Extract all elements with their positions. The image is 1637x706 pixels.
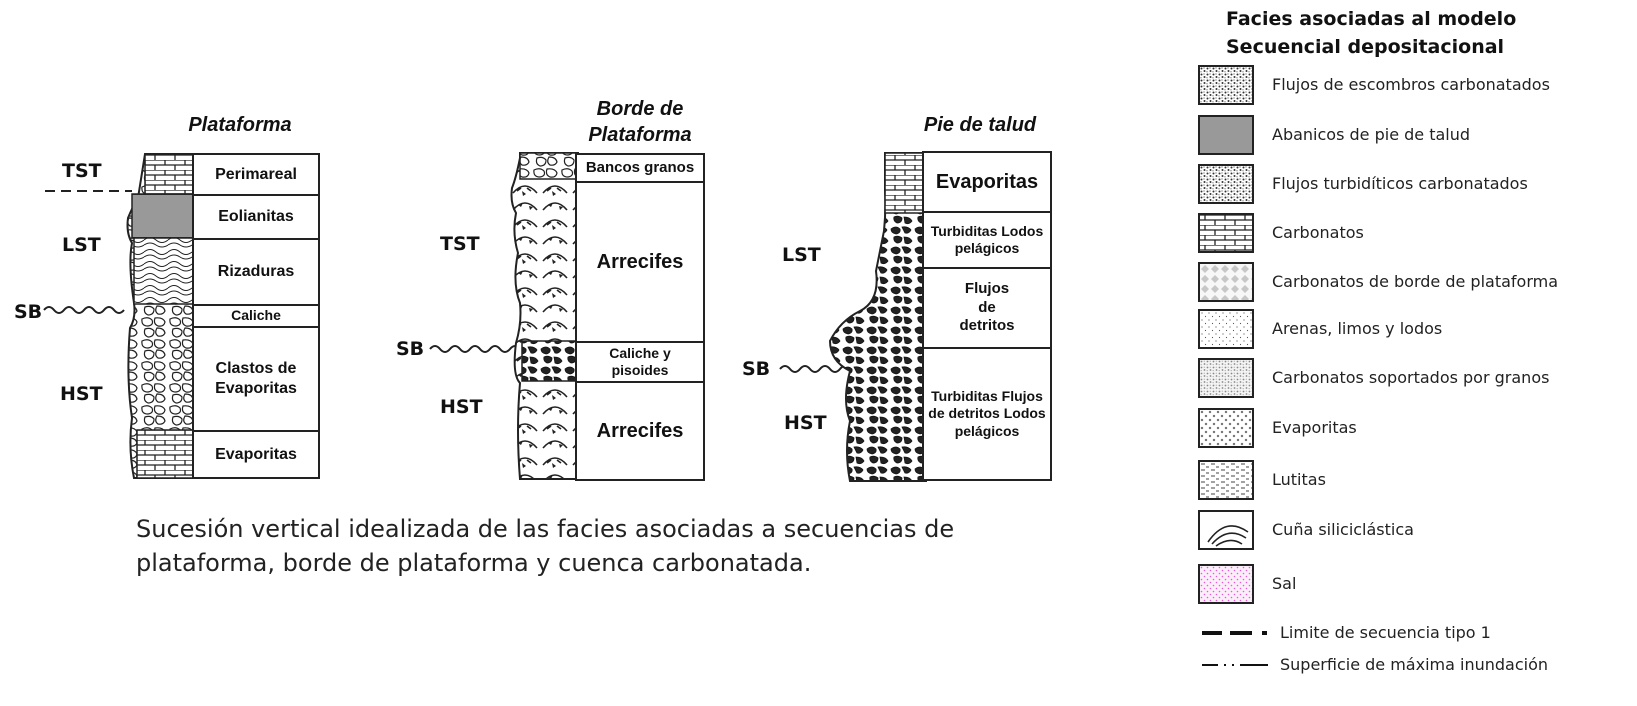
legend-line-sequence-boundary: Limite de secuencia tipo 1 bbox=[1200, 622, 1630, 644]
legend-item-sal: Sal bbox=[1196, 562, 1636, 608]
legend-label: Limite de secuencia tipo 1 bbox=[1280, 623, 1491, 642]
unit-column-borde: Bancos granos Arrecifes Caliche y pisoid… bbox=[575, 153, 705, 481]
unit-perimareal: Perimareal bbox=[194, 155, 318, 196]
dash-dot-line-icon bbox=[1202, 664, 1268, 666]
litho-evaporite bbox=[884, 152, 927, 214]
unit-evaporitas: Evaporitas bbox=[215, 445, 297, 463]
unit-caliche-pisoides: Caliche y pisoides bbox=[577, 343, 703, 383]
lithology-profile bbox=[828, 152, 927, 482]
legend-label: Carbonatos de borde de plataforma bbox=[1272, 272, 1559, 291]
lithology-column-plataforma bbox=[43, 153, 194, 479]
sparse-dots-swatch-icon bbox=[1198, 309, 1254, 349]
horizontal-lines-swatch-icon bbox=[1198, 115, 1254, 155]
stipple-swatch-icon bbox=[1198, 164, 1254, 204]
legend-item-evaporitas: Evaporitas bbox=[1196, 406, 1636, 452]
unit-column-pie-talud: Evaporitas Turbiditas Lodos pelágicos Fl… bbox=[922, 151, 1052, 481]
litho-caliche bbox=[521, 340, 579, 382]
litho-ripples bbox=[133, 237, 194, 305]
legend-item-lutitas: Lutitas bbox=[1196, 458, 1636, 504]
legend-label: Abanicos de pie de talud bbox=[1272, 125, 1471, 144]
legend-item-carbonatos-borde: Carbonatos de borde de plataforma bbox=[1196, 260, 1636, 306]
litho-grain-banks bbox=[519, 152, 579, 180]
legend-label: Evaporitas bbox=[1272, 418, 1357, 437]
stipple-swatch-icon bbox=[1198, 65, 1254, 105]
brick-swatch-icon bbox=[1198, 213, 1254, 253]
seq-label-sb: SB bbox=[742, 358, 771, 380]
legend-item-carbonatos: Carbonatos bbox=[1196, 211, 1636, 257]
seq-label-hst: HST bbox=[440, 396, 483, 418]
unit-rizaduras: Rizaduras bbox=[194, 240, 318, 306]
pink-dots-swatch-icon bbox=[1198, 564, 1254, 604]
legend-label: Lutitas bbox=[1272, 470, 1326, 489]
unit-column-plataforma: Perimareal Eolianitas Rizaduras Caliche … bbox=[192, 153, 320, 479]
legend-label: Carbonatos soportados por granos bbox=[1272, 368, 1550, 387]
unit-evaporitas: Evaporitas bbox=[924, 153, 1050, 213]
column-title-plataforma: Plataforma bbox=[188, 114, 292, 136]
lithology-column-borde bbox=[429, 152, 579, 480]
seq-label-lst: LST bbox=[62, 234, 101, 256]
legend-label: Carbonatos bbox=[1272, 223, 1364, 242]
seq-label-tst: TST bbox=[440, 233, 480, 255]
cross-hatch-swatch-icon bbox=[1198, 408, 1254, 448]
legend-label: Superficie de máxima inundación bbox=[1280, 655, 1548, 674]
unit-flujos-detritos: Flujos de detritos bbox=[924, 269, 1050, 349]
diamond-swatch-icon bbox=[1198, 262, 1254, 302]
unit-caliche: Caliche bbox=[194, 306, 318, 328]
unit-eolianitas: Eolianitas bbox=[194, 196, 318, 240]
sequence-boundary-line bbox=[43, 306, 125, 314]
legend-label: Cuña siliciclástica bbox=[1272, 520, 1414, 539]
legend-item-flujos-turbiditicos: Flujos turbidíticos carbonatados bbox=[1196, 162, 1636, 208]
dashed-line-icon bbox=[1202, 631, 1267, 635]
column-title-borde: Borde de Plataforma bbox=[588, 98, 692, 146]
seq-label-tst: TST bbox=[62, 160, 102, 182]
litho-evaporite-base bbox=[136, 429, 194, 479]
legend-item-flujos-escombros: Flujos de escombros carbonatados bbox=[1196, 63, 1636, 109]
gray-stipple-swatch-icon bbox=[1198, 358, 1254, 398]
legend-item-carbonatos-granos: Carbonatos soportados por granos bbox=[1196, 356, 1636, 402]
legend-item-abanicos: Abanicos de pie de talud bbox=[1196, 113, 1636, 159]
seq-label-hst: HST bbox=[60, 383, 103, 405]
legend-label: Flujos turbidíticos carbonatados bbox=[1272, 174, 1528, 193]
unit-turbiditas-flujos-lodos: Turbiditas Flujos de detritos Lodos pelá… bbox=[928, 387, 1046, 439]
lithology-profile bbox=[510, 152, 579, 480]
unit-arrecifes-lower: Arrecifes bbox=[596, 419, 684, 442]
legend-line-max-flooding: Superficie de máxima inundación bbox=[1200, 654, 1630, 676]
litho-eolianite bbox=[131, 193, 194, 239]
legend-item-cuna: Cuña siliciclástica bbox=[1196, 508, 1636, 554]
dashes-swatch-icon bbox=[1198, 460, 1254, 500]
seq-label-hst: HST bbox=[784, 412, 827, 434]
legend-item-arenas: Arenas, limos y lodos bbox=[1196, 307, 1636, 353]
unit-arrecifes-upper: Arrecifes bbox=[577, 183, 703, 343]
sequence-boundary-line bbox=[429, 345, 521, 353]
legend-title: Facies asociadas al modelo Secuencial de… bbox=[1226, 8, 1517, 58]
unit-clastos-evaporitas: Clastos de Evaporitas bbox=[194, 328, 318, 432]
litho-carbonate-top bbox=[144, 153, 194, 195]
column-title-pie-talud: Pie de talud bbox=[923, 114, 1037, 136]
seq-label-lst: LST bbox=[782, 244, 821, 266]
figure-caption: Sucesión vertical idealizada de las faci… bbox=[136, 515, 955, 577]
lithology-column-pie-talud bbox=[779, 152, 927, 482]
legend-label: Arenas, limos y lodos bbox=[1272, 319, 1443, 338]
seq-label-sb: SB bbox=[396, 338, 425, 360]
legend-label: Flujos de escombros carbonatados bbox=[1272, 75, 1550, 94]
unit-turbiditas-lodos: Turbiditas Lodos pelágicos bbox=[924, 213, 1050, 269]
seq-label-sb: SB bbox=[14, 301, 43, 323]
legend-label: Sal bbox=[1272, 574, 1297, 593]
arcs-swatch-icon bbox=[1198, 510, 1254, 550]
unit-bancos-granos: Bancos granos bbox=[577, 155, 703, 183]
